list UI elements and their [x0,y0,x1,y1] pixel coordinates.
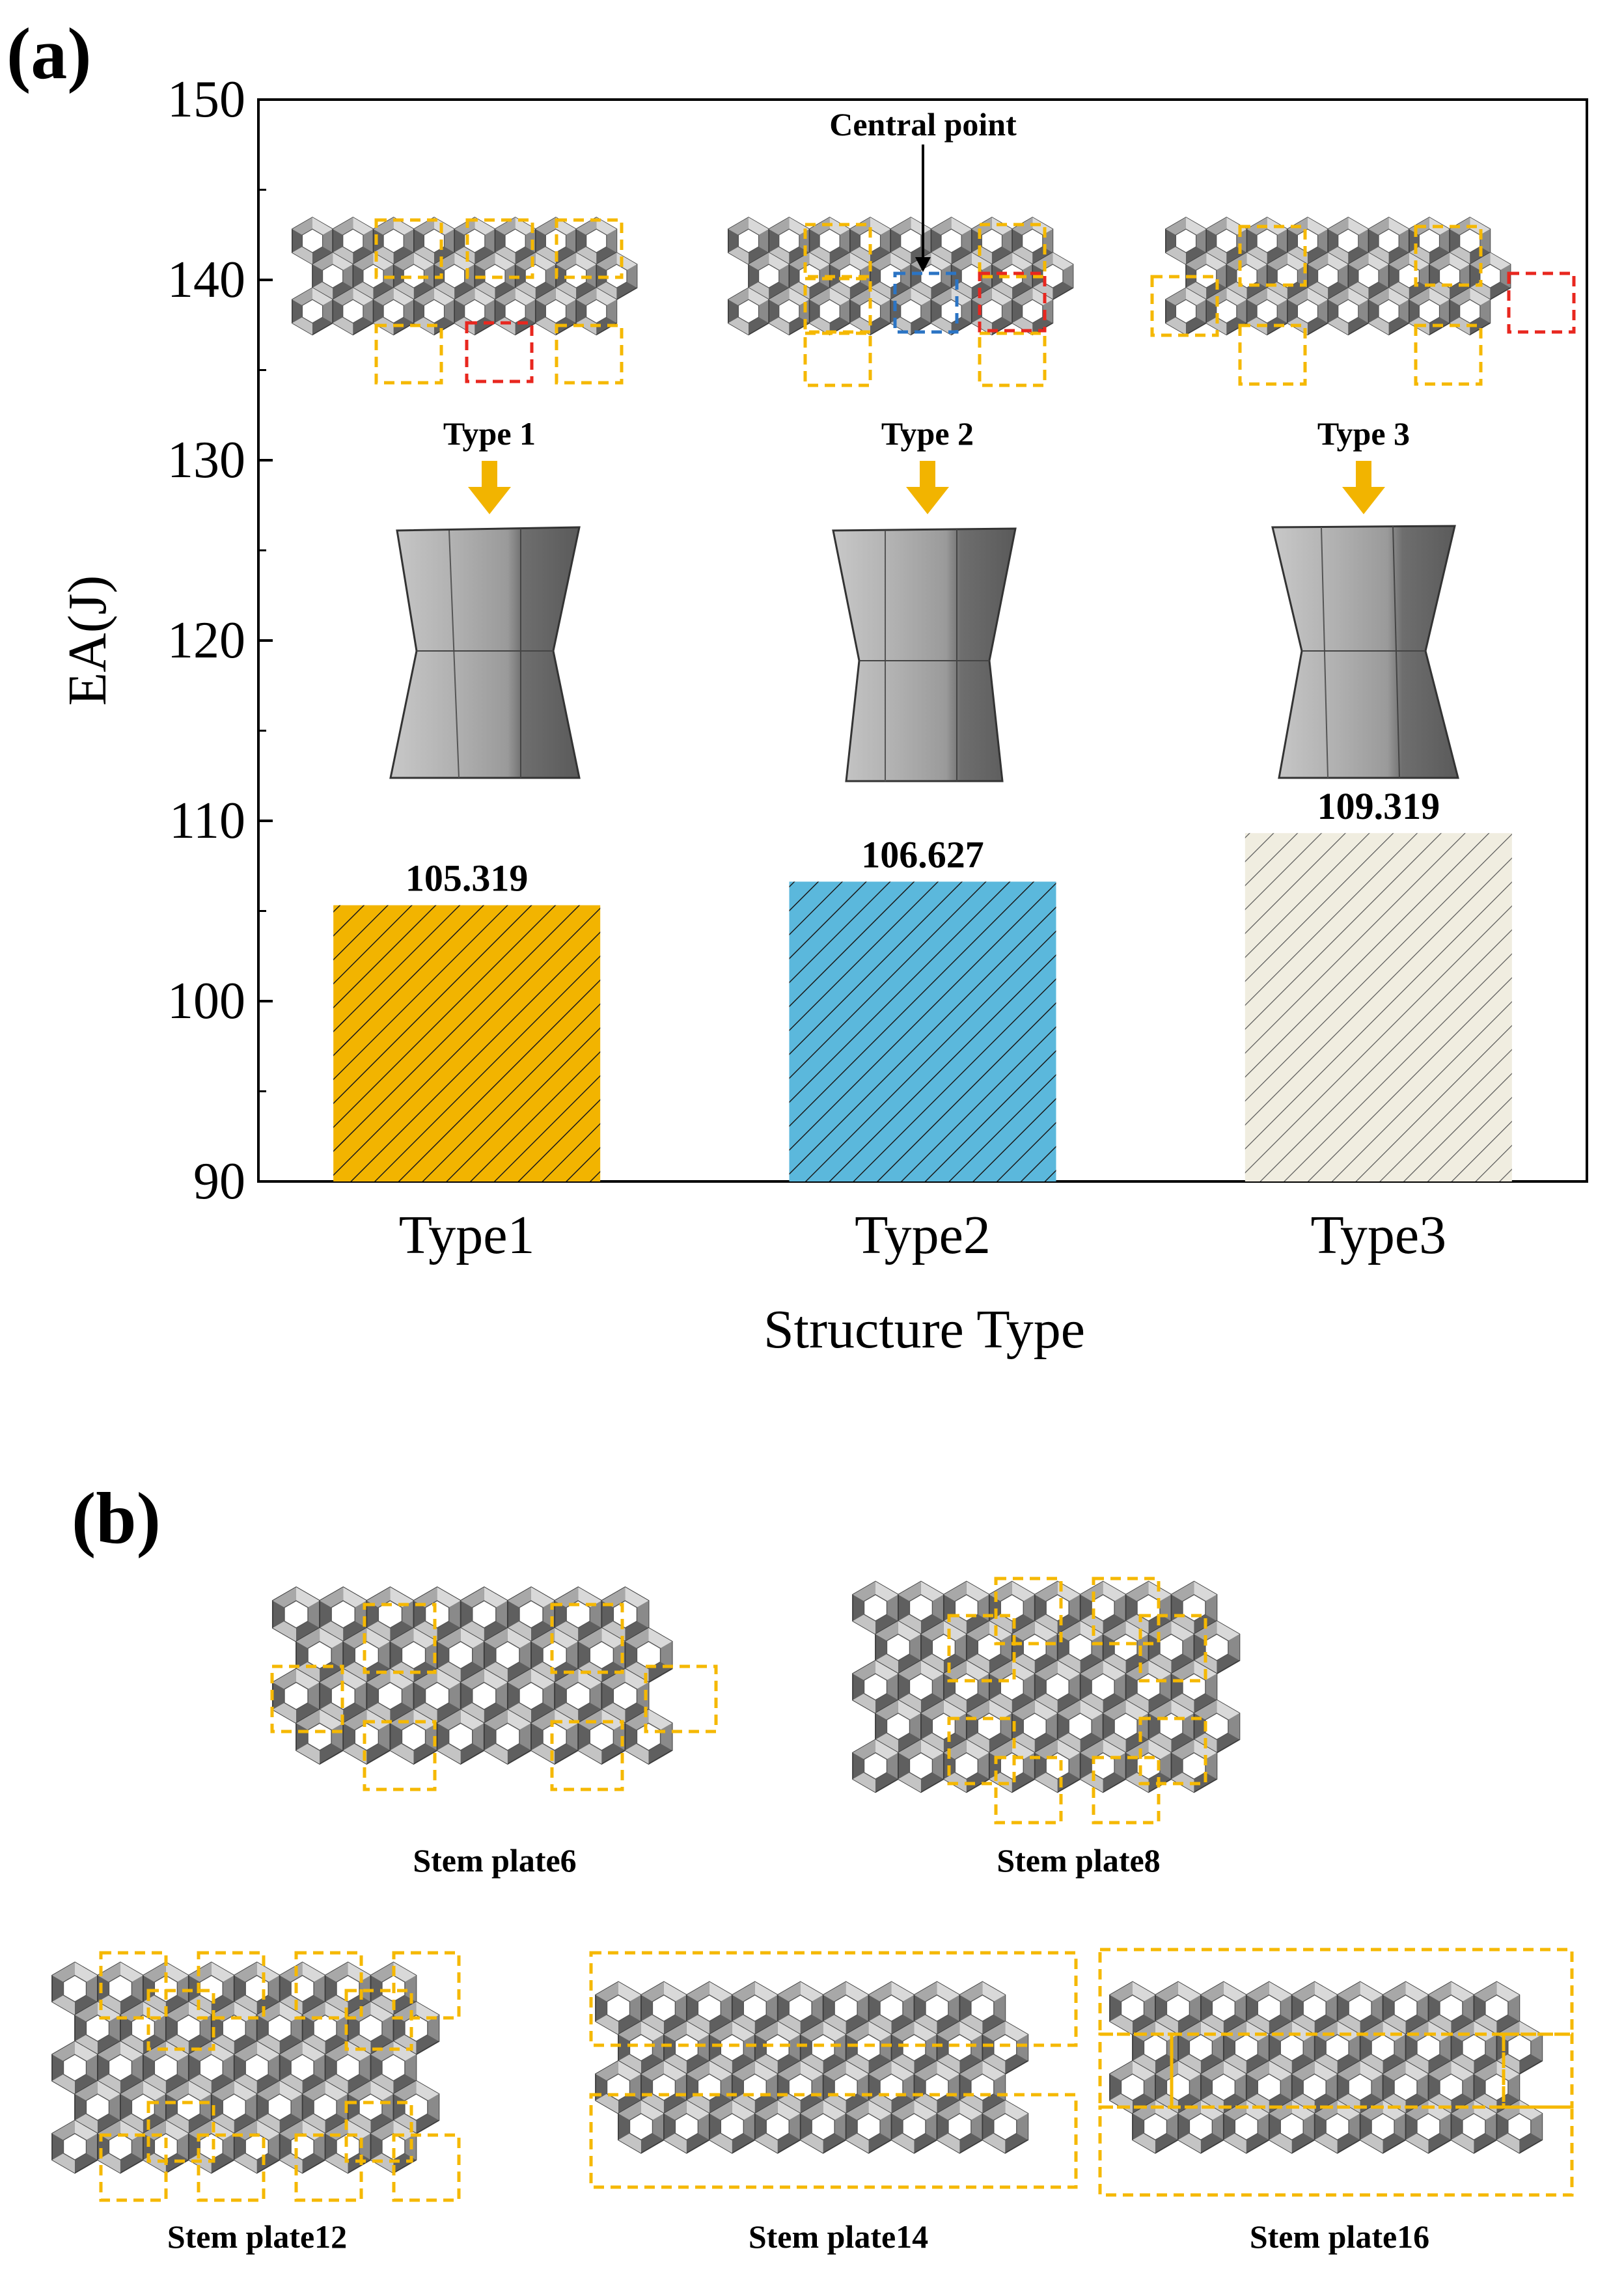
y-axis-title: EA(J) [57,575,118,706]
down-arrow-icon [468,461,511,514]
dashed-highlight-box [589,1951,1078,2047]
dashed-highlight-box [893,271,959,334]
dashed-highlight-box [1150,275,1219,337]
dashed-highlight-box [550,1603,624,1674]
deformed-column-type1 [389,526,581,779]
y-tick-label: 110 [169,792,245,849]
dashed-highlight-box [465,218,534,279]
dashed-highlight-box [555,324,624,385]
y-tick-label: 140 [167,251,245,309]
dashed-highlight-box [146,2101,215,2163]
dashed-highlight-box [146,1989,215,2051]
bar-hatch [789,881,1056,1181]
dashed-highlight-box [589,2093,1078,2189]
y-tick-label: 90 [193,1153,245,1210]
dashed-highlight-box [465,321,534,383]
central-point-arrowhead [915,257,931,272]
down-arrow-icon [1342,461,1385,514]
y-tick-label: 150 [167,71,245,128]
bar-chart: 90 100 110 120 130 140 150 Type1 Type2 Type3 105… [57,71,1588,1360]
x-axis: Type1 Type2 Type3 [399,1167,1446,1265]
dashed-highlight-box [1098,2032,1174,2109]
bar-hatch [333,905,601,1181]
dashed-highlight-box [392,2133,461,2202]
dashed-highlight-box [344,1989,413,2051]
structure-label-type2: Type 2 [881,415,974,452]
structure-insets [292,217,1576,387]
bar-data-label: 105.319 [406,857,529,900]
dashed-highlight-box [99,1951,168,2020]
dashed-highlight-box [1502,2032,1574,2109]
dashed-highlight-box [644,1664,718,1733]
dashed-highlight-box [294,1951,363,2020]
x-tick-label: Type2 [855,1205,991,1265]
dashed-highlight-box [803,223,872,279]
dashed-highlight-box [1092,1756,1161,1825]
dashed-highlight-box [978,271,1047,333]
bar-hatch [1245,833,1512,1181]
dashed-highlight-box [1414,225,1483,287]
plate-label-8: Stem plate8 [997,1842,1160,1879]
dashed-highlight-box [1507,271,1576,334]
structure-label-type1: Type 1 [443,415,536,452]
dashed-highlight-box [294,2133,363,2202]
dashed-highlight-box [994,1756,1063,1825]
dashed-highlight-box [1098,1948,1574,2036]
y-tick-label: 120 [167,612,245,669]
structure-label-type3: Type 3 [1317,415,1410,452]
dashed-highlight-box [550,1720,624,1791]
plate-label-16: Stem plate16 [1250,2218,1429,2255]
x-tick-label: Type3 [1310,1205,1446,1265]
bars [333,833,1512,1181]
dashed-highlight-box [99,2133,168,2202]
dashed-highlight-box [947,1614,1016,1683]
dashed-highlight-box [363,1720,437,1791]
dashed-highlight-box [270,1664,344,1733]
panel-b-plates [51,1577,1574,2202]
dashed-highlight-box [392,1951,461,2020]
dashed-highlight-box [1092,1577,1161,1646]
x-tick-label: Type1 [399,1205,535,1265]
y-tick-label: 130 [167,432,245,489]
plate-label-14: Stem plate14 [749,2218,928,2255]
dashed-highlight-box [1238,324,1307,386]
dashed-highlight-box [363,1603,437,1674]
dashed-highlight-box [978,331,1047,387]
down-arrow-icon [906,461,949,514]
y-tick-label: 100 [167,973,245,1030]
dashed-highlight-box [1238,225,1307,287]
panel-b-label: (b) [72,1478,161,1559]
plate-label-12: Stem plate12 [167,2218,347,2255]
dashed-highlight-box [978,223,1047,279]
bar-data-label: 106.627 [861,833,984,876]
bar-data-label: 109.319 [1317,785,1440,827]
dashed-highlight-box [197,1951,266,2020]
dashed-highlight-box [1138,1614,1207,1683]
dashed-highlight-box [197,2133,266,2202]
dashed-highlight-box [374,324,443,385]
deformed-column-type3 [1271,525,1459,779]
dashed-highlight-box [374,218,443,279]
dashed-highlight-box [1098,2105,1574,2197]
dashed-highlight-box [947,1717,1016,1786]
panel-a-label: (a) [7,14,92,94]
dashed-highlight-box [994,1577,1063,1646]
dashed-highlight-box [803,277,872,334]
dashed-highlight-box [803,331,872,387]
dashed-highlight-box [1138,1717,1207,1786]
bar-data-labels: 105.319 106.627 109.319 [406,785,1440,900]
y-axis: 90 100 110 120 130 140 150 [167,71,273,1210]
dashed-highlight-box [344,2101,413,2163]
deformed-column-type2 [832,527,1017,782]
plate-label-6: Stem plate6 [413,1842,576,1879]
central-point-label: Central point [829,106,1017,143]
dashed-highlight-box [555,218,624,279]
x-axis-title: Structure Type [764,1299,1085,1360]
dashed-highlight-box [1414,324,1483,386]
